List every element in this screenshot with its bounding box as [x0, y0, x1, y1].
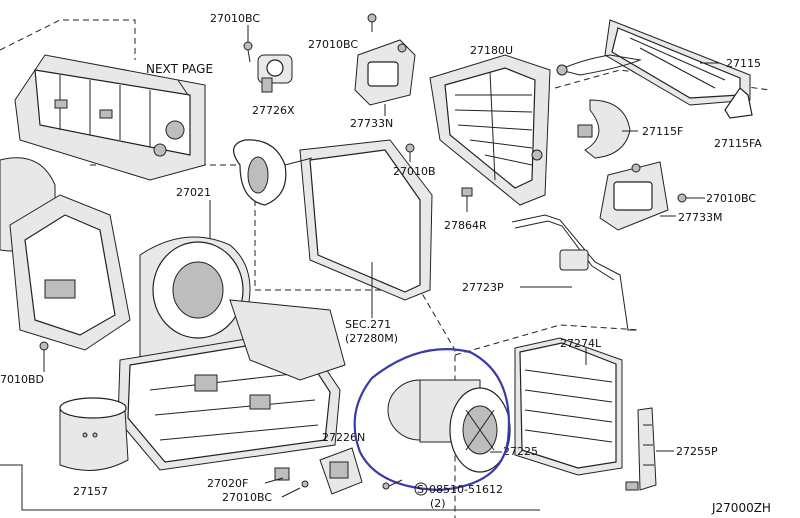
label-27726x: 27726X: [252, 104, 295, 117]
screw-27010bd: [39, 341, 49, 372]
label-27115fa: 27115FA: [714, 137, 762, 150]
screw-27010bc-second: [367, 13, 377, 32]
bolt-27225: [382, 479, 403, 490]
clip-27864r: [461, 187, 473, 212]
grille-27180u: [429, 54, 551, 206]
sponge-27157: [59, 397, 129, 471]
frame-top-right: [554, 69, 771, 91]
diagram-code: J27000ZH: [711, 501, 771, 515]
evaporator-sec271: [233, 139, 433, 301]
label-27115: 27115: [726, 57, 761, 70]
label-27010bd: 7010BD: [0, 373, 44, 386]
screw-27010bc-bottom: [281, 480, 309, 498]
label-27021: 27021: [176, 186, 211, 199]
label-27020f: 27020F: [207, 477, 248, 490]
label-bolt-code: 08510-51612: [429, 483, 503, 496]
bracket-27115fa: [724, 87, 753, 119]
label-27010bc-second: 27010BC: [308, 38, 358, 51]
blower-motor-27225: [387, 379, 511, 473]
bolt-symbol: S: [414, 482, 428, 496]
label-27157: 27157: [73, 485, 108, 498]
actuator-27733n: [354, 39, 416, 106]
label-27225: 27225: [503, 445, 538, 458]
actuator-27726x: [257, 54, 293, 93]
label-27010bc-right: 27010BC: [706, 192, 756, 205]
label-bolt-qty: (2): [430, 497, 446, 510]
actuator-27733m: [599, 161, 669, 231]
label-27733n: 27733N: [350, 117, 393, 130]
filter-27274l: [514, 337, 623, 476]
label-27274l: 27274L: [560, 337, 602, 350]
label-27010bc-top: 27010BC: [210, 12, 260, 25]
screw-27010bc-right: [677, 193, 705, 203]
connector-27226n: [319, 447, 363, 495]
frame-middle: [90, 164, 456, 518]
label-27010bc-bottom: 27010BC: [222, 491, 272, 504]
heater-core-27115: [556, 19, 751, 106]
label-next-page: NEXT PAGE: [146, 62, 213, 76]
label-sec271: SEC.271: [345, 318, 391, 331]
rod-27723p: [511, 214, 636, 331]
label-27255p: 27255P: [676, 445, 718, 458]
label-sec271-sub: (27280M): [345, 332, 398, 345]
label-27723p: 27723P: [462, 281, 504, 294]
label-27010b: 27010B: [393, 165, 436, 178]
label-27733m: 27733M: [678, 211, 722, 224]
seal-strip-27255p: [625, 407, 657, 491]
label-27180u: 27180U: [470, 44, 513, 57]
screw-27010bc-top: [243, 41, 253, 63]
resistor-27020f: [264, 467, 290, 484]
frame-right-filter: [454, 324, 641, 356]
frame-bottom: [0, 464, 540, 511]
blower-housing: [117, 236, 346, 471]
highlight-circle: [353, 348, 510, 492]
screw-27010b: [405, 143, 415, 162]
label-27864r: 27864R: [444, 219, 487, 232]
clamp-27115f: [577, 99, 631, 159]
label-27226n: 27226N: [322, 431, 365, 444]
upper-case-unit: [14, 54, 206, 181]
case-left-duct: [0, 157, 131, 351]
frame-top-left: [0, 19, 136, 60]
label-27115f: 27115F: [642, 125, 683, 138]
bolt-symbol-letter: S: [417, 483, 424, 496]
